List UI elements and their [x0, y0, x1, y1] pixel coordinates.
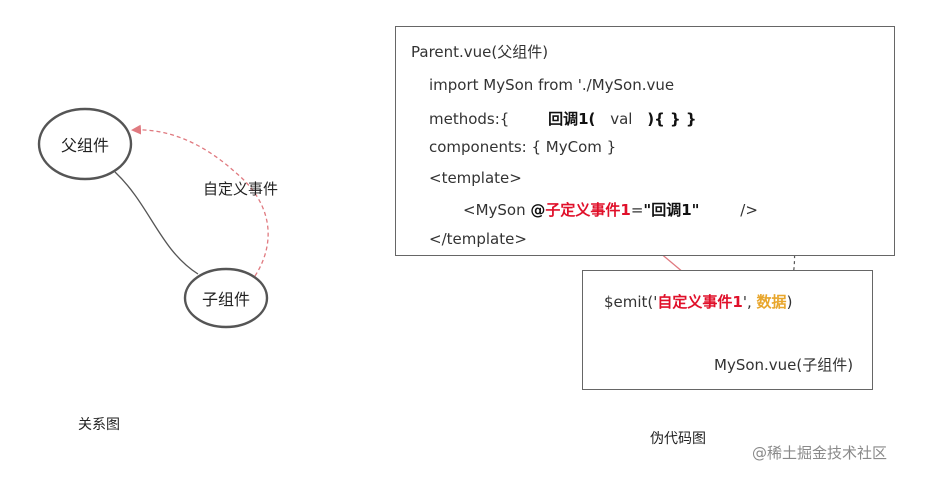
components-line: components: { MyCom } [429, 138, 617, 156]
event-at-sign: @ [530, 201, 546, 219]
pseudo-code-caption: 伪代码图 [650, 431, 706, 447]
methods-prefix: methods:{ [429, 110, 510, 128]
template-open-line: <template> [429, 169, 522, 187]
callback-param: val [610, 110, 633, 128]
emit-line: $emit('自定义事件1', 数据) [604, 291, 792, 312]
child-node-ellipse [183, 267, 269, 329]
emit-event-name: 自定义事件1 [657, 293, 743, 311]
myson-tag-line: <MySon @子定义事件1="回调1" /> [463, 199, 758, 220]
emit-mid: ', [742, 293, 757, 311]
parent-node-ellipse [37, 107, 133, 181]
child-node-label: 子组件 [201, 290, 251, 309]
emit-suffix: ) [786, 293, 793, 311]
child-code-box: $emit('自定义事件1', 数据) MySon.vue(子组件) [582, 270, 873, 390]
custom-event-arrow [131, 124, 269, 277]
myson-tag-open: <MySon [463, 201, 531, 219]
callback-name: 回调1( [548, 110, 596, 128]
event-equals: = [630, 201, 644, 219]
custom-event-label: 自定义事件 [203, 180, 279, 198]
parent-node-label: 父组件 [60, 136, 110, 155]
parent-file-line: Parent.vue(父组件) [411, 43, 549, 61]
child-file-line: MySon.vue(子组件) [714, 356, 854, 374]
emit-data: 数据 [756, 293, 787, 311]
event-name-parent: 子定义事件1 [545, 201, 631, 219]
event-handler-value: "回调1" [643, 201, 700, 219]
myson-tag-close: /> [740, 201, 758, 219]
callback-body: ){ } } [647, 110, 697, 128]
parent-child-connector [114, 171, 199, 275]
parent-code-box: Parent.vue(父组件) import MySon from './MyS… [395, 26, 895, 256]
emit-prefix: $emit(' [604, 293, 658, 311]
relation-diagram-caption: 关系图 [78, 417, 120, 433]
import-line: import MySon from './MySon.vue [429, 76, 675, 94]
methods-line: methods:{ 回调1( val ){ } } [429, 108, 697, 129]
watermark: @稀土掘金技术社区 [752, 444, 888, 462]
template-close-line: </template> [429, 230, 527, 248]
